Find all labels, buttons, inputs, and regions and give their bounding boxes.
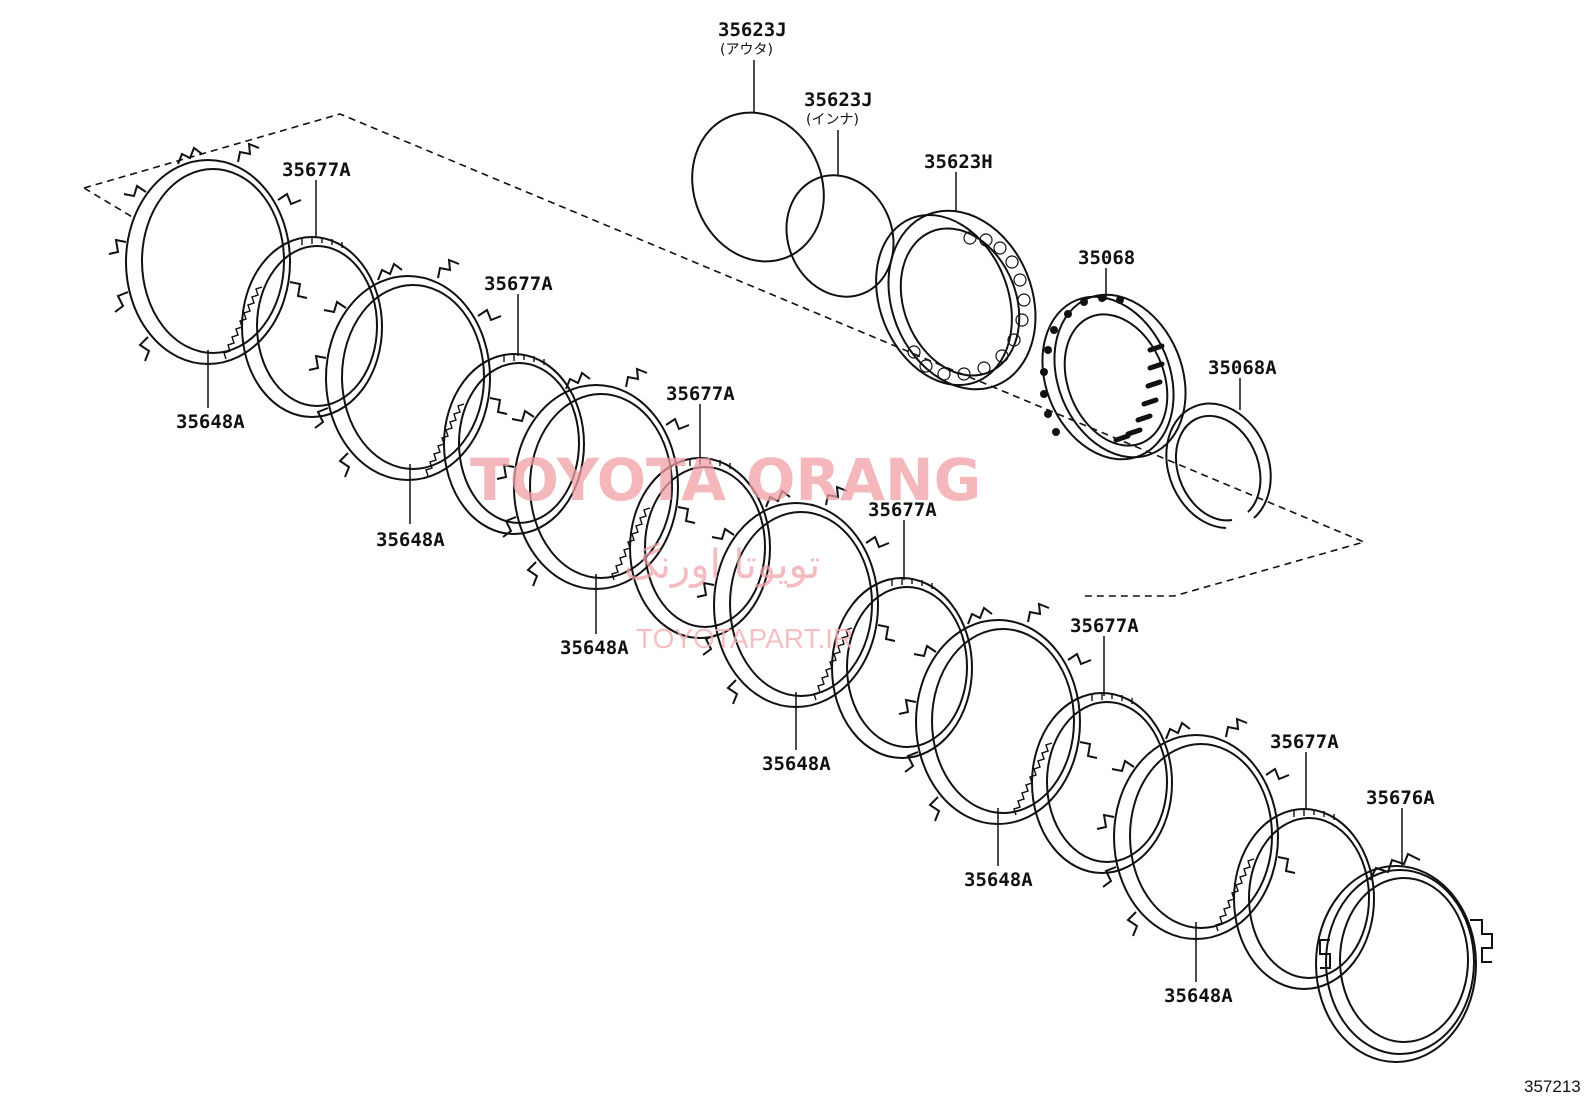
label-disc-1: 35677A bbox=[282, 159, 351, 181]
label-plate-4: 35648A bbox=[762, 753, 831, 775]
label-disc-6: 35677A bbox=[1270, 731, 1339, 753]
flange[interactable] bbox=[1315, 852, 1493, 1063]
oneway-clutch-race[interactable] bbox=[852, 188, 1062, 411]
clutch-plate-4[interactable] bbox=[696, 486, 896, 708]
label-disc-5: 35677A bbox=[1070, 615, 1139, 637]
clutch-plate-5[interactable] bbox=[898, 603, 1098, 825]
label-oneway-race: 35623H bbox=[924, 151, 993, 173]
label-plate-5: 35648A bbox=[964, 869, 1033, 891]
clutch-plate-6[interactable] bbox=[1096, 718, 1296, 940]
outer-ring[interactable] bbox=[670, 93, 846, 282]
inner-ring[interactable] bbox=[769, 159, 912, 313]
diagram-id: 357213 bbox=[1524, 1077, 1581, 1096]
clutch-disc-5[interactable] bbox=[1013, 692, 1173, 874]
clutch-plate-1[interactable] bbox=[108, 143, 308, 365]
label-plate-2: 35648A bbox=[376, 529, 445, 551]
clutch-disc-6[interactable] bbox=[1215, 808, 1375, 990]
label-outer-ring-note: (アウタ) bbox=[720, 42, 773, 58]
label-disc-3: 35677A bbox=[666, 383, 735, 405]
label-inner-ring-note: (インナ) bbox=[806, 112, 859, 128]
label-plate-1: 35648A bbox=[176, 411, 245, 433]
label-oneway-clutch: 35068 bbox=[1078, 247, 1135, 269]
label-flange: 35676A bbox=[1366, 787, 1435, 809]
oneway-clutch[interactable] bbox=[1019, 275, 1209, 479]
watermark-persian: تویوتا اورنگ bbox=[624, 542, 820, 588]
group-boundary bbox=[83, 113, 1367, 597]
label-snap-ring: 35068A bbox=[1208, 357, 1277, 379]
watermark-main: TOYOTA ORANG bbox=[470, 446, 981, 514]
clutch-disc-4[interactable] bbox=[813, 577, 973, 759]
watermark-site: TOYOTAPART.IR bbox=[636, 623, 853, 654]
snap-ring[interactable] bbox=[1165, 402, 1272, 529]
leader-lines bbox=[207, 60, 1403, 982]
label-outer-ring: 35623J bbox=[718, 19, 787, 41]
label-disc-4: 35677A bbox=[868, 499, 937, 521]
label-plate-3: 35648A bbox=[560, 637, 629, 659]
clutch-disc-1[interactable] bbox=[223, 236, 383, 418]
label-plate-6: 35648A bbox=[1164, 985, 1233, 1007]
label-disc-2: 35677A bbox=[484, 273, 553, 295]
label-inner-ring: 35623J bbox=[804, 89, 873, 111]
